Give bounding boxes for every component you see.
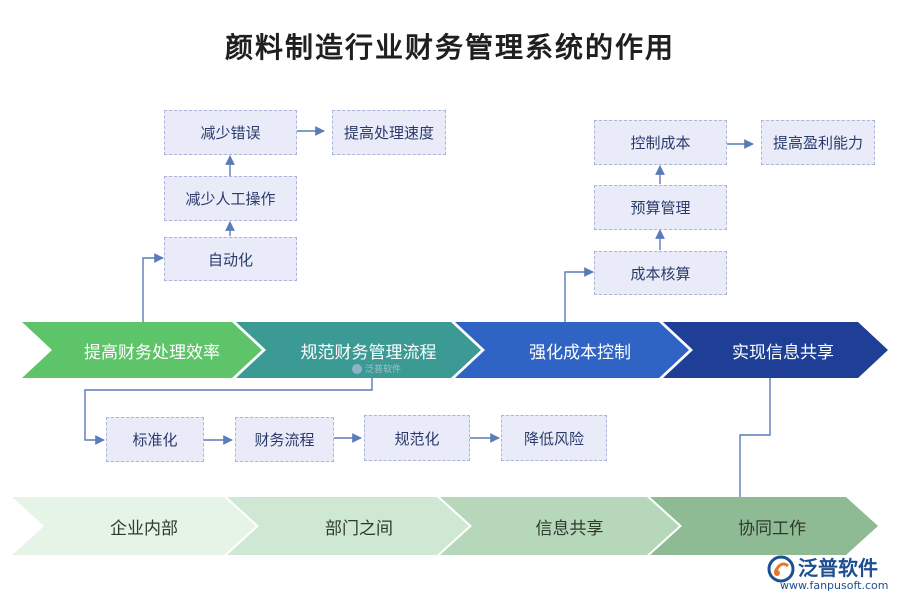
main-flow-label-efficiency: 提高财务处理效率 bbox=[84, 342, 220, 363]
node-finance-flow: 财务流程 bbox=[235, 417, 334, 462]
share-flow-label-collaboration: 协同工作 bbox=[738, 518, 806, 539]
brand-logo-url: www.fanpusoft.com bbox=[780, 579, 889, 592]
main-flow-shape-4 bbox=[663, 322, 888, 378]
node-auto: 自动化 bbox=[164, 237, 297, 281]
connector-cost-to-accounting bbox=[564, 267, 594, 322]
main-flow-shape-1 bbox=[22, 322, 262, 378]
node-profit: 提高盈利能力 bbox=[761, 120, 875, 165]
share-flow-label-internal: 企业内部 bbox=[110, 518, 178, 539]
main-flow-label-share: 实现信息共享 bbox=[732, 342, 834, 363]
connector-share-to-collab bbox=[735, 378, 771, 513]
main-flow-label-cost: 强化成本控制 bbox=[529, 342, 631, 363]
brand-logo: 泛普软件 www.fanpusoft.com bbox=[766, 552, 894, 596]
watermark: 泛普软件 bbox=[352, 362, 401, 375]
brand-logo-name: 泛普软件 bbox=[798, 556, 878, 580]
watermark-logo-icon bbox=[352, 363, 362, 374]
watermark-text: 泛普软件 bbox=[365, 365, 402, 375]
node-speed: 提高处理速度 bbox=[332, 110, 446, 155]
share-flow-shape-1 bbox=[12, 497, 256, 555]
node-reduce-manual: 减少人工操作 bbox=[164, 176, 297, 221]
brand-logo-icon bbox=[767, 555, 795, 583]
node-reduce-risk: 降低风险 bbox=[501, 415, 607, 461]
node-normalize: 规范化 bbox=[364, 415, 470, 461]
share-flow-label-departments: 部门之间 bbox=[325, 518, 393, 539]
node-standardize: 标准化 bbox=[106, 417, 204, 462]
main-flow-shape-3 bbox=[455, 322, 689, 378]
node-control-cost: 控制成本 bbox=[594, 120, 727, 165]
node-cost-accounting: 成本核算 bbox=[594, 251, 727, 295]
share-flow-label-info-share: 信息共享 bbox=[535, 518, 604, 539]
main-flow-shape-2 bbox=[236, 322, 481, 378]
connector-process-to-standard bbox=[84, 378, 373, 445]
share-flow-shape-3 bbox=[440, 497, 679, 555]
node-budget: 预算管理 bbox=[594, 185, 727, 230]
share-flow-shape-2 bbox=[227, 497, 469, 555]
main-flow-label-process: 规范财务管理流程 bbox=[300, 342, 437, 363]
node-reduce-errors: 减少错误 bbox=[164, 110, 297, 155]
page-title: 颜料制造行业财务管理系统的作用 bbox=[224, 31, 675, 64]
share-flow-shape-4 bbox=[650, 497, 878, 555]
connector-efficiency-to-auto bbox=[142, 253, 164, 322]
